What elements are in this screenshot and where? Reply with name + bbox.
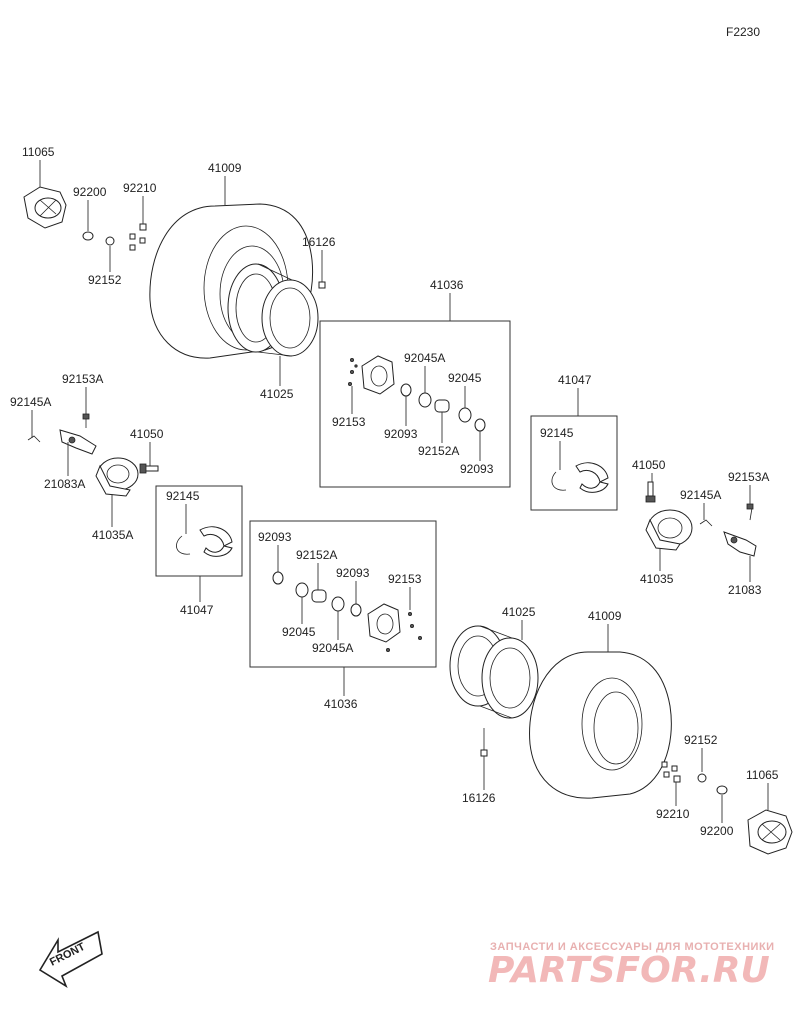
part-number-label[interactable]: 11065: [22, 145, 55, 159]
part-number-label[interactable]: 92045A: [312, 641, 353, 655]
bearing-icon[interactable]: [331, 596, 345, 612]
part-number-label[interactable]: 41050: [632, 458, 666, 472]
brake-shoe-icon[interactable]: [551, 462, 609, 493]
part-number-label[interactable]: 92045: [448, 371, 482, 385]
spacer-icon[interactable]: [311, 589, 327, 603]
part-number-label[interactable]: 21083: [728, 583, 762, 597]
part-number-label[interactable]: 92200: [73, 185, 107, 199]
part-number-label[interactable]: 92145A: [10, 395, 51, 409]
part-number-label[interactable]: 41036: [430, 278, 464, 292]
part-number-label[interactable]: 92093: [384, 427, 418, 441]
part-number-label[interactable]: 92200: [700, 824, 734, 838]
oil-seal-icon[interactable]: [474, 418, 486, 432]
part-number-label[interactable]: 92152A: [418, 444, 459, 458]
hub-flange-top[interactable]: [347, 355, 395, 395]
part-number-label[interactable]: 92045: [282, 625, 316, 639]
rim-top[interactable]: [227, 263, 319, 357]
part-number-label[interactable]: 16126: [302, 235, 336, 249]
part-number-label[interactable]: 92145: [166, 489, 200, 503]
spacer-icon[interactable]: [697, 773, 707, 783]
part-number-label[interactable]: 92210: [656, 807, 690, 821]
part-number-label[interactable]: 92152: [88, 273, 122, 287]
brake-panel-right[interactable]: [645, 509, 693, 551]
hub-flange-bottom[interactable]: [367, 603, 422, 653]
part-number-label[interactable]: 92210: [123, 181, 157, 195]
part-number-label[interactable]: 92093: [336, 566, 370, 580]
spacer-icon[interactable]: [434, 399, 450, 413]
part-number-label[interactable]: 41009: [588, 609, 622, 623]
nut-icon[interactable]: [129, 223, 147, 251]
valve-stem-icon[interactable]: [318, 260, 326, 289]
brake-lever-right[interactable]: [723, 531, 757, 557]
cam-bolt-icon[interactable]: [645, 481, 656, 503]
figure-code: F2230: [726, 25, 760, 39]
brake-panel-left[interactable]: [95, 457, 139, 497]
part-number-label[interactable]: 92145: [540, 426, 574, 440]
brake-lever-left[interactable]: [59, 429, 97, 455]
cam-bolt-icon[interactable]: [139, 463, 159, 474]
part-number-label[interactable]: 92145A: [680, 488, 721, 502]
part-number-label[interactable]: 92153A: [62, 372, 103, 386]
part-number-label[interactable]: 41035A: [92, 528, 133, 542]
watermark-logo: PARTSFOR.RU: [488, 950, 770, 991]
part-number-label[interactable]: 92152A: [296, 548, 337, 562]
bolt-icon[interactable]: [746, 503, 754, 521]
part-number-label[interactable]: 92153: [388, 572, 422, 586]
bearing-icon[interactable]: [418, 392, 432, 408]
part-number-label[interactable]: 92153: [332, 415, 366, 429]
bearing-icon[interactable]: [295, 582, 309, 598]
part-number-label[interactable]: 41047: [558, 373, 592, 387]
rim-bottom[interactable]: [449, 625, 539, 719]
hub-cap-top[interactable]: [23, 186, 67, 229]
hub-cap-bottom[interactable]: [747, 809, 793, 855]
brake-shoe-icon[interactable]: [176, 526, 233, 557]
part-number-label[interactable]: 41036: [324, 697, 358, 711]
front-direction-arrow: FRONT: [38, 930, 103, 988]
spring-icon[interactable]: [699, 519, 713, 527]
washer-icon[interactable]: [716, 785, 728, 795]
part-number-label[interactable]: 92093: [258, 530, 292, 544]
part-number-label[interactable]: 41047: [180, 603, 214, 617]
part-number-label[interactable]: 41009: [208, 161, 242, 175]
part-number-label[interactable]: 92093: [460, 462, 494, 476]
part-number-label[interactable]: 11065: [746, 768, 779, 782]
brake-shoe-box-right: [530, 415, 618, 511]
watermark-tagline: ЗАПЧАСТИ И АКСЕССУАРЫ ДЛЯ МОТОТЕХНИКИ: [490, 941, 775, 953]
part-number-label[interactable]: 41050: [130, 427, 164, 441]
part-number-label[interactable]: 92045A: [404, 351, 445, 365]
part-number-label[interactable]: 21083A: [44, 477, 85, 491]
hub-assembly-box-bottom: [249, 520, 437, 668]
oil-seal-icon[interactable]: [400, 383, 412, 397]
brake-shoe-box-left: [155, 485, 243, 577]
part-number-label[interactable]: 92153A: [728, 470, 769, 484]
oil-seal-icon[interactable]: [350, 603, 362, 617]
washer-icon[interactable]: [82, 231, 94, 241]
oil-seal-icon[interactable]: [272, 571, 284, 585]
nut-icon[interactable]: [661, 761, 681, 783]
part-number-label[interactable]: 41025: [502, 605, 536, 619]
tire-bottom[interactable]: [529, 651, 672, 799]
part-number-label[interactable]: 92152: [684, 733, 718, 747]
part-number-label[interactable]: 41035: [640, 572, 674, 586]
bearing-icon[interactable]: [458, 407, 472, 423]
part-number-label[interactable]: 41025: [260, 387, 294, 401]
hub-assembly-box-top: [319, 320, 511, 488]
spring-icon[interactable]: [27, 435, 41, 443]
spacer-icon[interactable]: [105, 236, 115, 246]
bolt-icon[interactable]: [82, 413, 90, 428]
part-number-label[interactable]: 16126: [462, 791, 496, 805]
valve-stem-icon[interactable]: [480, 728, 488, 757]
